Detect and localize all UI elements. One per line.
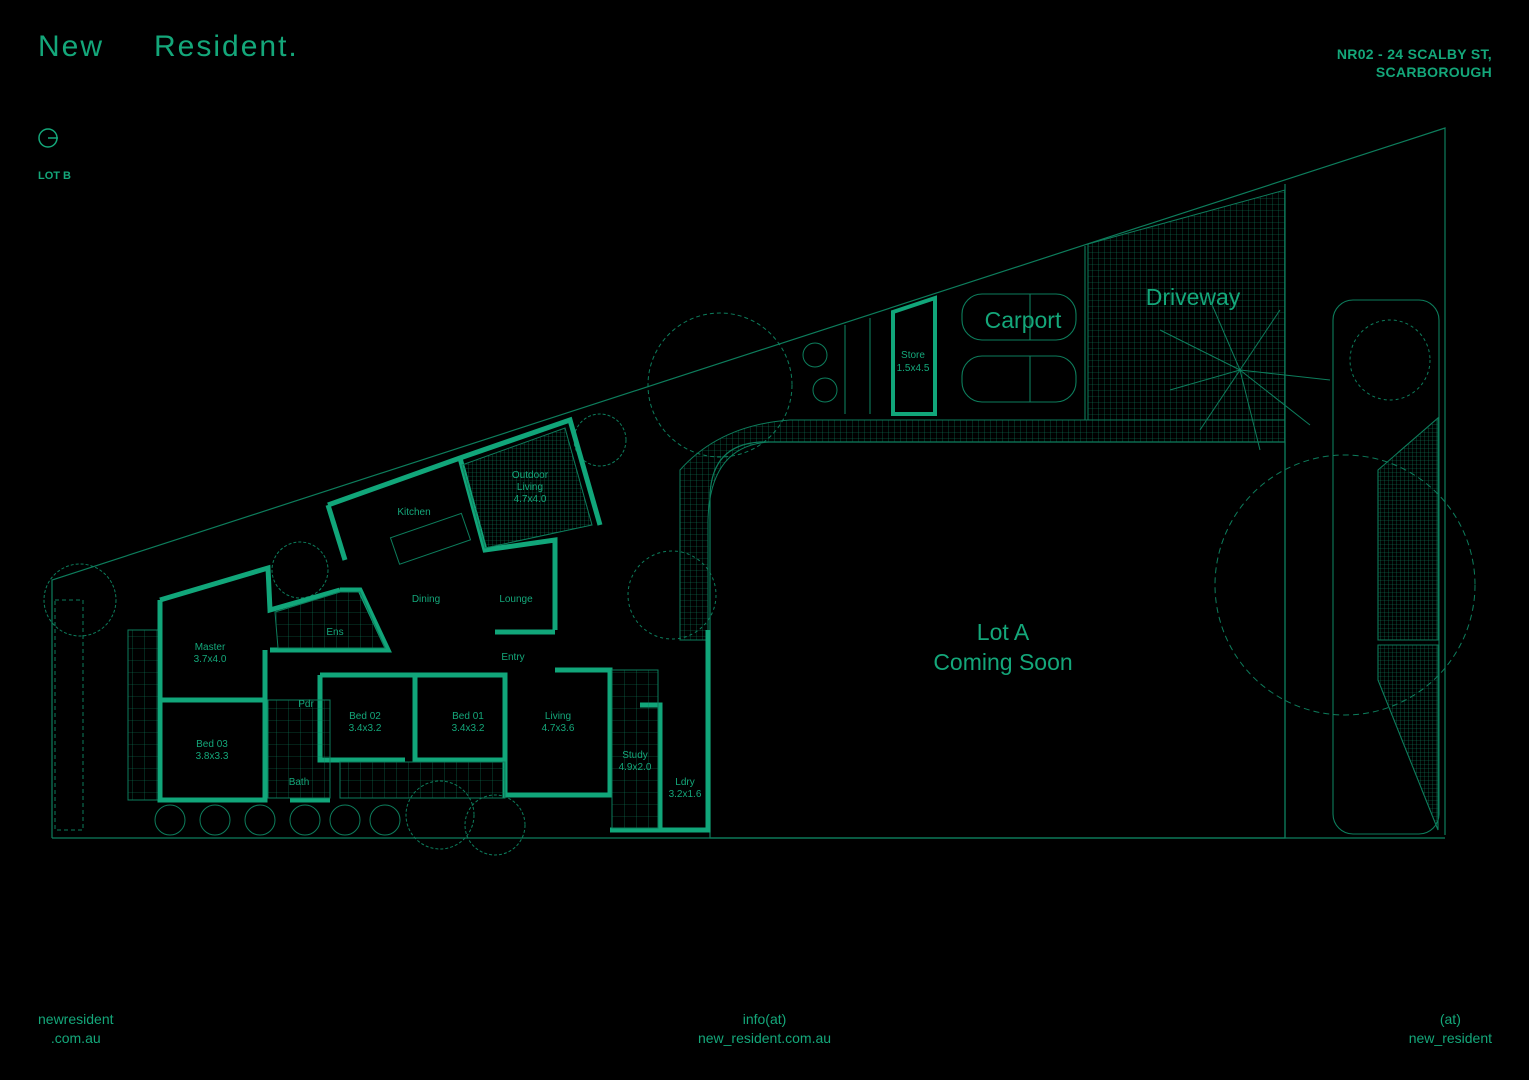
room-bed01-size: 3.4x3.2 xyxy=(452,723,485,734)
footer-social[interactable]: (at) new_resident xyxy=(1409,1010,1492,1048)
room-kitchen: Kitchen xyxy=(397,507,430,518)
room-outdoor-living-2: Living xyxy=(517,482,543,493)
footer-website-line1: newresident xyxy=(38,1011,114,1027)
address-line-1: NR02 - 24 SCALBY ST, xyxy=(1336,46,1492,62)
footer-email-line2: new_resident.com.au xyxy=(697,1030,832,1046)
room-bed03: Bed 03 xyxy=(196,739,228,750)
room-dining: Dining xyxy=(412,594,440,605)
room-bed01: Bed 01 xyxy=(452,711,484,722)
house-walls xyxy=(157,416,711,833)
room-bed02: Bed 02 xyxy=(349,711,381,722)
trees xyxy=(43,299,1476,856)
north-compass-icon xyxy=(38,128,58,148)
store-size: 1.5x4.5 xyxy=(897,363,930,374)
path-hatch xyxy=(679,419,1286,641)
footer-email-line1: info(at) xyxy=(742,1011,787,1027)
kitchen-island xyxy=(389,512,472,565)
driveway-label: Driveway xyxy=(1146,284,1241,310)
brand-word-new: New xyxy=(38,30,105,63)
side-garden xyxy=(1332,299,1440,835)
room-ens: Ens xyxy=(326,627,343,638)
footer-social-line1: (at) xyxy=(1439,1011,1461,1027)
lot-a-outline xyxy=(709,441,1286,839)
footer-social-line2: new_resident xyxy=(1408,1030,1492,1046)
brand-logo: New Resident. xyxy=(38,30,299,64)
room-study-size: 4.9x2.0 xyxy=(619,762,652,773)
room-entry: Entry xyxy=(501,652,524,663)
room-master: Master xyxy=(195,642,226,653)
left-garden xyxy=(54,599,159,831)
lot-a-label: Lot A xyxy=(977,619,1030,645)
room-bed03-size: 3.8x3.3 xyxy=(196,751,229,762)
room-bath: Bath xyxy=(289,777,310,788)
outdoor-living-paving xyxy=(461,427,593,549)
room-laundry-size: 3.2x1.6 xyxy=(669,789,702,800)
terrace-paving xyxy=(339,761,506,799)
lot-a-sub: Coming Soon xyxy=(933,649,1072,675)
footer-website[interactable]: newresident .com.au xyxy=(38,1010,114,1048)
lot-label: LOT B xyxy=(38,170,71,182)
project-address: NR02 - 24 SCALBY ST, SCARBOROUGH xyxy=(1337,45,1492,81)
room-outdoor-living: Outdoor xyxy=(512,470,549,481)
room-living: Living xyxy=(545,711,571,722)
room-master-size: 3.7x4.0 xyxy=(194,654,227,665)
store-label: Store xyxy=(901,350,925,361)
footer-website-line2: .com.au xyxy=(50,1030,101,1046)
room-study: Study xyxy=(622,750,648,761)
room-outdoor-living-size: 4.7x4.0 xyxy=(514,494,547,505)
brand-word-resident: Resident. xyxy=(154,30,299,63)
carport-label: Carport xyxy=(985,307,1062,333)
study-tiles xyxy=(611,669,659,829)
room-pdr: Pdr xyxy=(298,699,314,710)
room-lounge: Lounge xyxy=(499,594,533,605)
footer-email[interactable]: info(at) new_resident.com.au xyxy=(0,1010,1529,1048)
store-walls xyxy=(891,295,937,416)
room-living-size: 4.7x3.6 xyxy=(542,723,575,734)
room-laundry: Ldry xyxy=(675,777,694,788)
carport xyxy=(844,246,1086,420)
bath-tiles xyxy=(267,699,331,799)
ensuite-tiles xyxy=(274,591,386,649)
room-bed02-size: 3.4x3.2 xyxy=(349,723,382,734)
address-line-2: SCARBOROUGH xyxy=(1375,64,1492,80)
